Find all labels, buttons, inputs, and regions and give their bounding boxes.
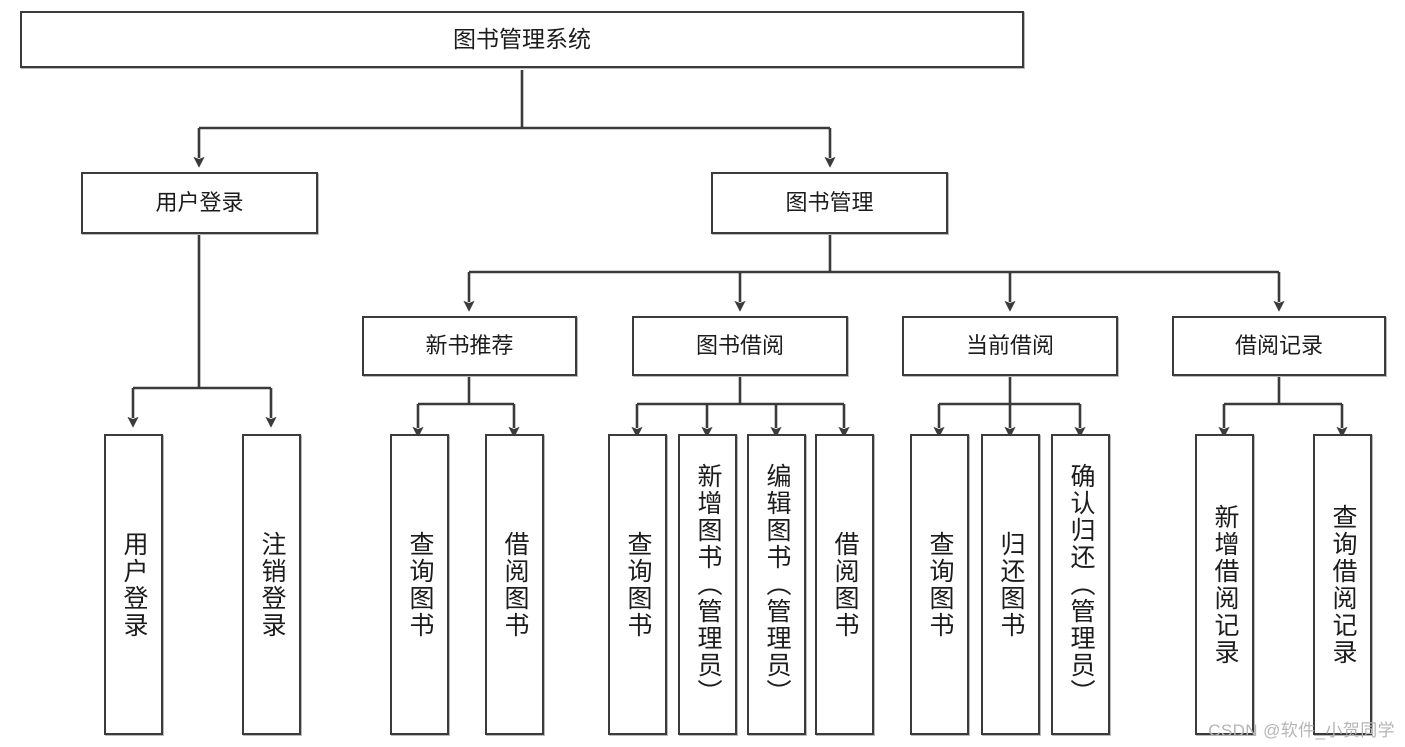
leaf-borrow-record-add-label: 新增借阅记录 [1211,503,1239,666]
leaf-book-borrow-borrow-label: 借阅图书 [831,530,859,639]
node-borrow-record[interactable]: 借阅记录 [1172,316,1386,376]
leaf-book-borrow-add-label: 新增图书（管理员） [694,463,722,706]
leaf-book-borrow-edit[interactable]: 编辑图书（管理员） [747,434,806,735]
node-book-management-label: 图书管理 [785,190,874,216]
leaf-user-login-logout[interactable]: 注销登录 [242,434,301,735]
leaf-current-borrow-confirm-label: 确认归还（管理员） [1067,463,1095,706]
node-book-management[interactable]: 图书管理 [711,172,948,234]
node-borrow-record-label: 借阅记录 [1234,333,1323,359]
node-book-borrow[interactable]: 图书借阅 [632,316,848,376]
node-new-book-recommend[interactable]: 新书推荐 [362,316,577,376]
leaf-borrow-record-query-label: 查询借阅记录 [1329,503,1357,666]
node-root[interactable]: 图书管理系统 [20,11,1024,68]
leaf-book-borrow-edit-label: 编辑图书（管理员） [763,463,791,706]
leaf-new-book-query-label: 查询图书 [406,530,434,639]
leaf-new-book-borrow[interactable]: 借阅图书 [485,434,544,735]
leaf-book-borrow-borrow[interactable]: 借阅图书 [815,434,874,735]
leaf-user-login-login[interactable]: 用户登录 [104,434,163,735]
leaf-book-borrow-query-label: 查询图书 [624,530,652,639]
node-book-borrow-label: 图书借阅 [695,333,784,359]
leaf-new-book-query[interactable]: 查询图书 [390,434,449,735]
leaf-current-borrow-return[interactable]: 归还图书 [981,434,1040,735]
leaf-current-borrow-query[interactable]: 查询图书 [910,434,969,735]
leaf-current-borrow-return-label: 归还图书 [997,530,1025,639]
leaf-borrow-record-add[interactable]: 新增借阅记录 [1195,434,1254,735]
leaf-book-borrow-query[interactable]: 查询图书 [608,434,667,735]
node-current-borrow-label: 当前借阅 [965,333,1054,359]
watermark: CSDN @软件_小贺同学 [1208,721,1395,740]
node-root-label: 图书管理系统 [453,25,591,52]
leaf-current-borrow-confirm[interactable]: 确认归还（管理员） [1051,434,1110,735]
leaf-book-borrow-add[interactable]: 新增图书（管理员） [678,434,737,735]
node-current-borrow[interactable]: 当前借阅 [902,316,1118,376]
node-user-login[interactable]: 用户登录 [81,172,318,234]
node-new-book-recommend-label: 新书推荐 [425,333,514,359]
leaf-new-book-borrow-label: 借阅图书 [501,530,529,639]
node-user-login-label: 用户登录 [155,190,244,216]
leaf-user-login-login-label: 用户登录 [120,530,148,639]
leaf-borrow-record-query[interactable]: 查询借阅记录 [1313,434,1372,735]
leaf-user-login-logout-label: 注销登录 [258,530,286,639]
leaf-current-borrow-query-label: 查询图书 [926,530,954,639]
